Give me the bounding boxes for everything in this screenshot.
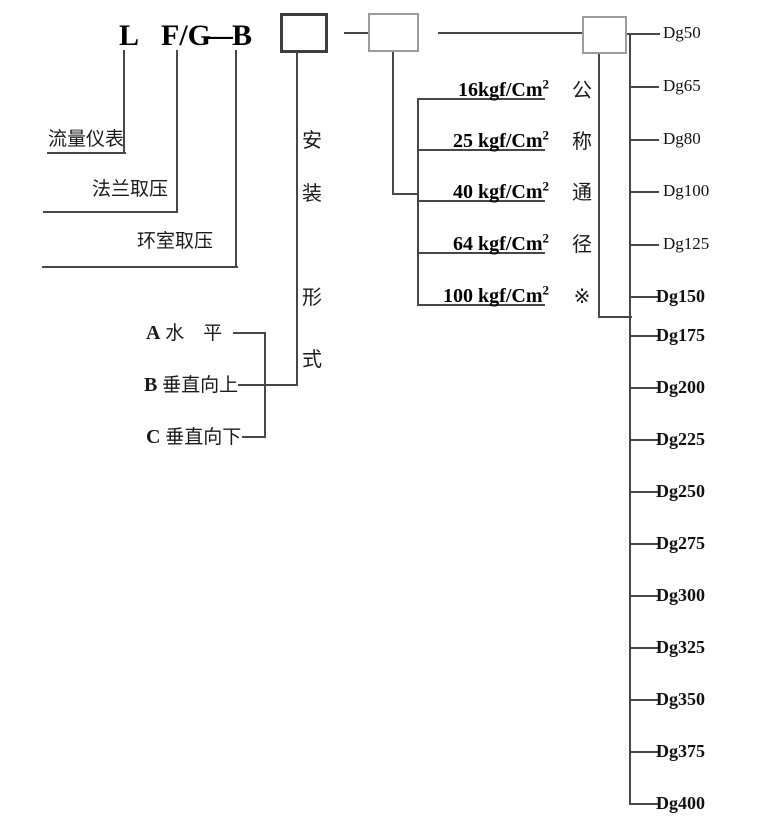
left-branch-label: 流量仪表 — [48, 129, 125, 150]
code-letter-b: B — [232, 19, 253, 52]
pressure-exponent: 2 — [542, 178, 550, 194]
code-letter-fg: F/G — [161, 19, 211, 52]
pressure-value: 64 kgf/Cm — [453, 233, 543, 255]
diameter-branch-line — [630, 751, 659, 753]
install-option-key: C — [146, 426, 161, 448]
diameter-label: Dg350 — [656, 689, 705, 709]
pressure-value: 100 kgf/Cm — [443, 285, 543, 307]
pressure-exponent: 2 — [542, 230, 550, 246]
pressure-exponent: 2 — [542, 127, 550, 143]
diameter-label: Dg100 — [663, 181, 710, 200]
nominal-diameter-char: 公 — [572, 80, 592, 102]
diameter-branch-line — [630, 491, 659, 493]
diameter-branch-line — [630, 191, 659, 193]
diameter-branch-line — [630, 387, 659, 389]
diameter-label: Dg375 — [656, 741, 705, 761]
diameter-label: Dg400 — [656, 793, 705, 813]
diameter-branch-line — [630, 244, 659, 246]
diameter-label: Dg175 — [656, 325, 705, 345]
install-form-char: 形 — [302, 287, 322, 309]
pressure-branch-line — [418, 149, 545, 151]
box2-elbow-line — [392, 193, 419, 195]
box1-drop-line — [296, 52, 298, 386]
box2-drop-line — [392, 52, 394, 194]
diameter-label: Dg50 — [663, 23, 701, 42]
pressure-branch-line — [418, 200, 545, 202]
pressure-value: 16kgf/Cm — [458, 79, 543, 101]
diameter-spine-line — [629, 33, 631, 805]
install-option-label: C 垂直向下 — [146, 426, 242, 448]
pressure-label: 40 kgf/Cm2 — [418, 179, 549, 203]
pressure-exponent: 2 — [542, 282, 550, 298]
code-box-install-form — [280, 13, 328, 53]
code-dash: — — [206, 21, 233, 51]
code-box-pressure-rating — [368, 13, 419, 52]
diameter-label: Dg250 — [656, 481, 705, 501]
diameter-branch-line — [630, 86, 659, 88]
diameter-label: Dg225 — [656, 429, 705, 449]
code-box-nominal-diameter — [582, 16, 627, 54]
diameter-branch-line — [630, 803, 659, 805]
pressure-value: 25 kgf/Cm — [453, 130, 543, 152]
box3-drop-line — [598, 54, 600, 318]
pressure-label: 64 kgf/Cm2 — [418, 231, 549, 255]
left-branch-drop-line — [123, 50, 125, 154]
diameter-label: Dg325 — [656, 637, 705, 657]
diameter-branch-line — [630, 335, 659, 337]
install-option-label: B 垂直向上 — [144, 374, 239, 396]
left-branch-underline — [47, 152, 126, 154]
left-branch-underline — [42, 266, 238, 268]
diameter-branch-line — [630, 647, 659, 649]
pressure-label: 100 kgf/Cm2 — [418, 283, 549, 307]
nominal-diameter-char: 通 — [572, 182, 592, 204]
diameter-branch-line — [630, 439, 659, 441]
nominal-diameter-char: 径 — [572, 234, 592, 256]
pressure-branch-line — [418, 304, 545, 306]
box3-elbow-line — [598, 316, 632, 318]
diameter-branch-line — [630, 139, 659, 141]
install-form-char: 安 — [302, 130, 322, 152]
left-branch-label: 法兰取压 — [92, 179, 169, 200]
left-branch-drop-line — [176, 50, 178, 213]
diameter-label: Dg65 — [663, 76, 701, 95]
pressure-bracket-line — [417, 98, 419, 306]
pressure-branch-line — [418, 98, 545, 100]
left-branch-label: 环室取压 — [137, 231, 214, 252]
pressure-label: 25 kgf/Cm2 — [418, 128, 549, 152]
diameter-branch-line — [630, 543, 659, 545]
diameter-label: Dg125 — [663, 234, 710, 253]
left-branch-underline — [43, 211, 178, 213]
connector-box1-box2 — [344, 32, 368, 34]
pressure-branch-line — [418, 252, 545, 254]
install-form-char: 式 — [302, 349, 322, 371]
diameter-label: Dg200 — [656, 377, 705, 397]
diameter-branch-line — [630, 296, 659, 298]
diameter-label: Dg150 — [656, 286, 705, 306]
left-branch-drop-line — [235, 50, 237, 268]
diameter-branch-line — [630, 699, 659, 701]
install-form-char: 装 — [302, 183, 322, 205]
nominal-diameter-char: 称 — [572, 131, 592, 153]
diameter-label: Dg300 — [656, 585, 705, 605]
install-option-key: A — [146, 322, 161, 344]
install-option-line — [233, 332, 266, 334]
diameter-branch-line — [630, 595, 659, 597]
connector-box2-box3 — [438, 32, 582, 34]
nominal-diameter-char: ※ — [573, 286, 591, 308]
pressure-value: 40 kgf/Cm — [453, 181, 543, 203]
diameter-label: Dg80 — [663, 129, 701, 148]
install-option-line — [238, 384, 298, 386]
install-option-label: A 水 平 — [146, 322, 223, 344]
pressure-label: 16kgf/Cm2 — [418, 77, 549, 101]
install-option-line — [242, 436, 266, 438]
code-letter-l: L — [119, 19, 140, 52]
diameter-label: Dg275 — [656, 533, 705, 553]
pressure-exponent: 2 — [542, 76, 550, 92]
connector-box3-dg50 — [627, 33, 660, 35]
install-option-key: B — [144, 374, 158, 396]
